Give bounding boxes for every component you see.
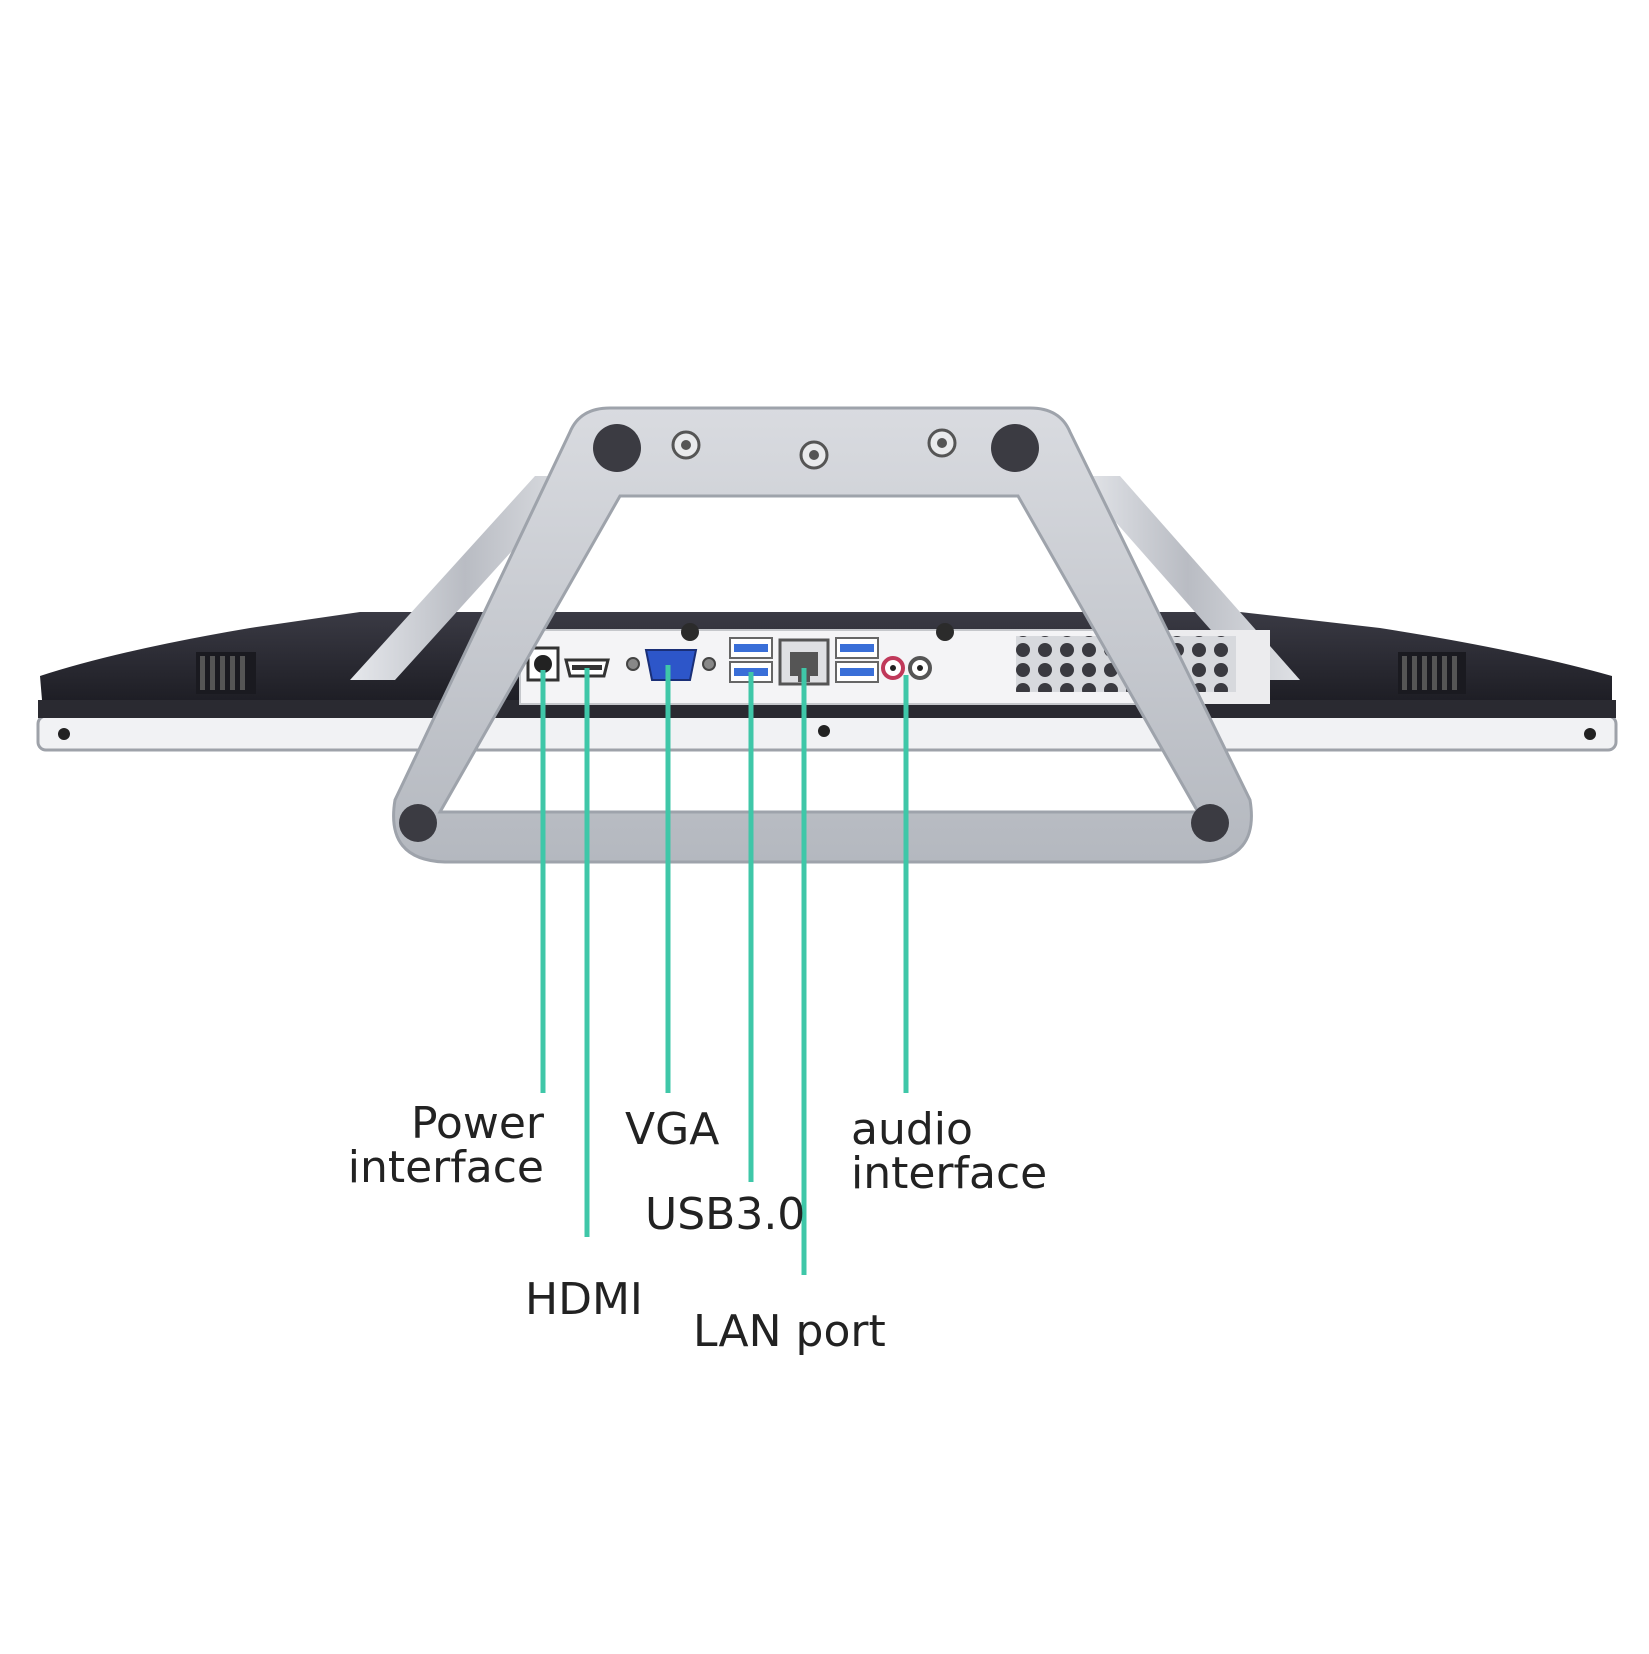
io-panel <box>519 623 1270 705</box>
stand-arm-right <box>1075 476 1300 680</box>
label-audio-line1: audio <box>851 1104 973 1155</box>
label-usb3: USB3.0 <box>645 1189 806 1240</box>
leader-lines <box>540 665 909 1275</box>
label-power-line1: Power <box>410 1098 544 1149</box>
stand-foot-top-right <box>991 424 1039 472</box>
stand-foot-bottom-left <box>399 804 437 842</box>
label-audio-line2: interface <box>851 1148 1048 1199</box>
stand-foot-top-left <box>593 424 641 472</box>
vent-left <box>196 652 256 694</box>
lan-port-icon <box>778 638 830 686</box>
label-power-line2: interface <box>347 1142 544 1193</box>
stand-frame <box>392 406 1253 864</box>
label-hdmi: HDMI <box>525 1274 643 1325</box>
stand-foot-bottom-right <box>1191 804 1229 842</box>
audio-jacks-icon <box>881 656 932 680</box>
label-lan-port: LAN port <box>693 1306 886 1357</box>
screw-center <box>818 725 830 737</box>
screw-right <box>1584 728 1596 740</box>
label-vga: VGA <box>625 1104 720 1155</box>
label-power-interface: Power interface <box>348 1102 544 1190</box>
label-audio-interface: audio interface <box>851 1108 1047 1196</box>
usb3-ports-right-icon <box>835 637 879 683</box>
screw-left <box>58 728 70 740</box>
vga-port-icon <box>626 649 716 681</box>
vent-right <box>1398 652 1466 694</box>
stand-arm-left <box>350 476 580 680</box>
vesa-screws <box>671 428 957 470</box>
